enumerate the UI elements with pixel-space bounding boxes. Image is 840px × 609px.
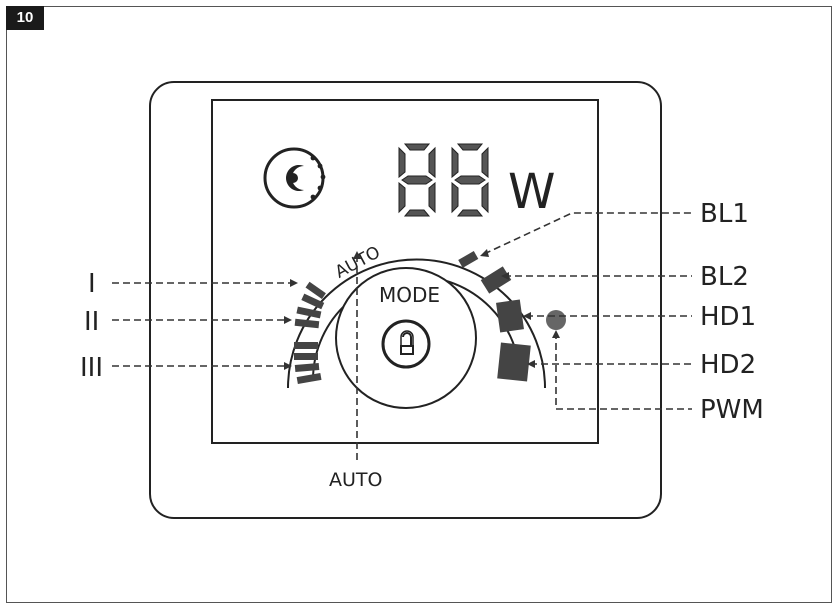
bl1-bar	[458, 251, 479, 268]
callout-bl2: BL2	[700, 262, 749, 292]
power-unit-label: W	[508, 164, 555, 220]
segment-digit	[451, 143, 489, 217]
callout-i: I	[88, 269, 96, 299]
touch-finger-icon[interactable]	[381, 319, 431, 369]
leader-lines	[112, 212, 692, 460]
callout-labels: I II III AUTO BL1 BL2 HD1 HD2 PWM	[80, 199, 764, 491]
mode-label: MODE	[379, 283, 440, 307]
heater-level-bars-right	[458, 251, 531, 382]
moon-stars-icon	[263, 147, 326, 209]
callout-hd2: HD2	[700, 350, 756, 380]
callout-bl1: BL1	[700, 199, 749, 229]
level-bar-group-ii	[294, 306, 322, 329]
mode-dial[interactable]	[335, 267, 477, 409]
segment-digit	[398, 143, 436, 217]
callout-auto: AUTO	[329, 469, 382, 491]
hd2-bar	[497, 342, 531, 382]
device-housing	[149, 81, 662, 519]
callout-iii: III	[80, 353, 103, 383]
bl2-bar	[480, 266, 512, 294]
figure-number-badge: 10	[6, 6, 44, 30]
level-bar-group-iii	[294, 342, 322, 385]
hd1-bar	[496, 299, 524, 333]
callout-pwm: PWM	[700, 395, 764, 425]
callout-ii: II	[84, 307, 99, 337]
callout-hd1: HD1	[700, 302, 756, 332]
fan-level-bars-left	[294, 281, 326, 385]
leader-arrowheads	[284, 249, 560, 370]
figure-frame	[6, 6, 832, 603]
leader-bl1	[483, 212, 692, 255]
leader-pwm	[555, 332, 692, 410]
seven-segment-display	[398, 143, 489, 217]
display-window	[211, 99, 599, 444]
led-dot-icon	[546, 310, 566, 330]
level-bar-group-i	[301, 281, 326, 310]
